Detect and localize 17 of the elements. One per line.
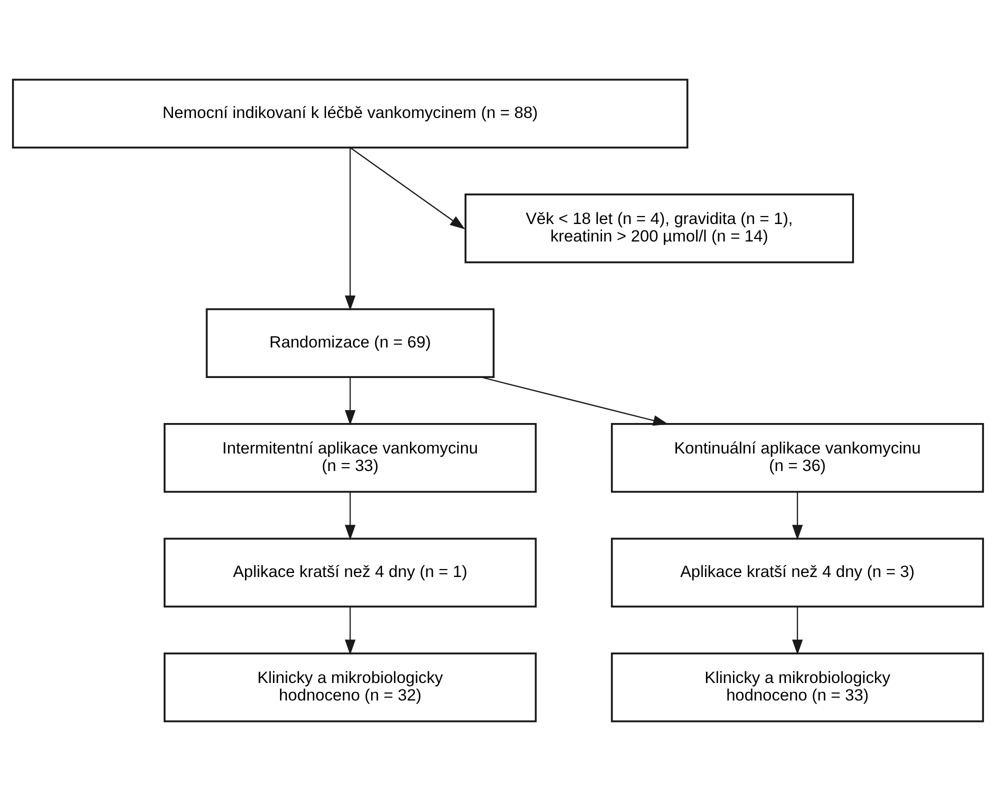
arrow — [480, 376, 668, 426]
arrow — [792, 491, 803, 540]
node-box: Klinicky a mikrobiologicky hodnoceno (n = 33) — [610, 652, 984, 722]
node-box: Intermitentní aplikace vankomycinu (n = 33) — [164, 422, 537, 492]
node-box: Aplikace kratší než 4 dny (n = 3) — [610, 537, 984, 607]
arrow — [350, 146, 466, 229]
arrow — [344, 148, 356, 310]
node-box: Randomizace (n = 69) — [206, 308, 495, 378]
arrow — [792, 606, 803, 654]
arrow — [344, 376, 356, 425]
node-box: Nemocní indikovaní k léčbě vankomycinem (n = 88) — [12, 78, 688, 148]
node-box: Klinicky a mikrobiologicky hodnoceno (n = 32) — [164, 652, 537, 722]
arrow — [344, 606, 356, 654]
node-box: Kontinuální aplikace vankomycinu (n = 36) — [610, 422, 984, 492]
node-box: Věk < 18 let (n = 4), gravidita (n = 1), kreatinin > 200 µmol/l (n = 14) — [464, 193, 854, 263]
arrow — [344, 491, 356, 540]
node-box: Aplikace kratší než 4 dny (n = 1) — [164, 537, 537, 607]
